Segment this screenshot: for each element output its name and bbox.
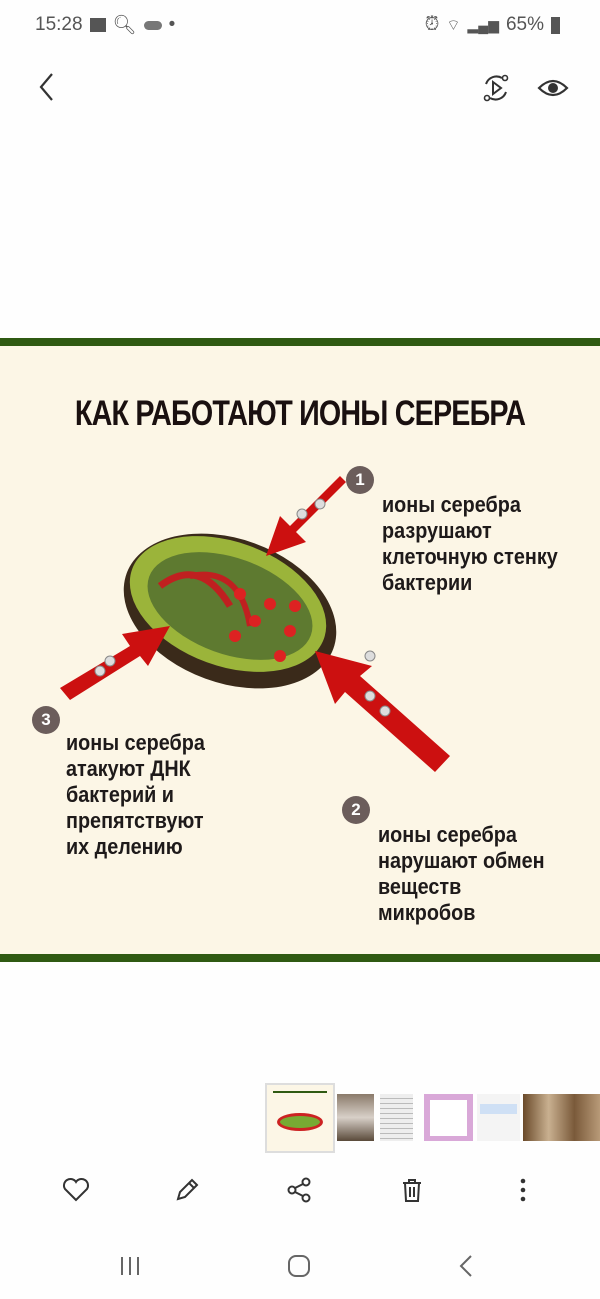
bacterium-illustration xyxy=(60,476,450,772)
thumbnail-2[interactable] xyxy=(337,1094,374,1141)
thumbnail-6[interactable] xyxy=(523,1094,600,1141)
battery-icon xyxy=(551,16,560,34)
home-icon xyxy=(288,1255,310,1277)
nav-recents-button[interactable] xyxy=(118,1254,142,1278)
nav-home-button[interactable] xyxy=(286,1253,312,1279)
cloud-icon xyxy=(143,20,162,30)
thumbnail-5[interactable] xyxy=(477,1094,520,1141)
step-1-caption: ионы серебра разрушают клеточную стенку … xyxy=(382,492,558,595)
remaster-button[interactable] xyxy=(480,72,512,104)
wifi-icon: ⌔ xyxy=(446,16,461,34)
step-2-badge: 2 xyxy=(342,796,370,824)
alarm-icon: ⏰︎ xyxy=(424,14,440,35)
signal-icon: ▂▄▆ xyxy=(467,16,499,33)
action-bar xyxy=(0,1170,600,1210)
back-button[interactable] xyxy=(32,70,62,104)
delete-button[interactable] xyxy=(392,1170,432,1210)
recents-icon xyxy=(121,1257,139,1275)
clock: 15:28 xyxy=(35,14,83,35)
eye-icon xyxy=(537,79,569,97)
image-title: КАК РАБОТАЮТ ИОНЫ СЕРЕБРА xyxy=(74,394,526,433)
edit-button[interactable] xyxy=(167,1170,207,1210)
pencil-icon xyxy=(176,1178,199,1201)
thumbnail-current[interactable] xyxy=(265,1083,335,1153)
photo-viewer-image[interactable]: КАК РАБОТАЮТ ИОНЫ СЕРЕБРА 1 ионы серебра… xyxy=(0,338,600,962)
thumbnail-3[interactable] xyxy=(380,1094,413,1141)
trash-icon xyxy=(403,1179,421,1202)
step-1-badge: 1 xyxy=(346,466,374,494)
search-icon: 🔍︎ xyxy=(112,15,137,36)
back-icon xyxy=(39,73,53,101)
remaster-icon xyxy=(483,74,509,102)
step-2-caption: ионы серебра нарушают обмен веществ микр… xyxy=(378,822,545,925)
thumbnail-4[interactable] xyxy=(424,1094,473,1141)
more-icon xyxy=(520,1178,526,1202)
dot-icon: • xyxy=(168,14,176,35)
gallery-icon xyxy=(89,18,106,32)
status-bar: 15:28 🔍︎ • ⏰︎ ⌔ ▂▄▆ 65% xyxy=(35,10,560,40)
share-button[interactable] xyxy=(279,1170,319,1210)
step-3-badge: 3 xyxy=(32,706,60,734)
heart-icon xyxy=(62,1177,90,1202)
share-icon xyxy=(287,1177,311,1203)
favorite-button[interactable] xyxy=(56,1170,96,1210)
step-3-caption: ионы серебра атакуют ДНК бактерий и преп… xyxy=(66,730,205,859)
battery: 65% xyxy=(505,14,544,35)
nav-back-icon xyxy=(459,1255,472,1277)
view-button[interactable] xyxy=(536,74,570,102)
nav-back-button[interactable] xyxy=(455,1253,479,1279)
more-button[interactable] xyxy=(503,1170,543,1210)
